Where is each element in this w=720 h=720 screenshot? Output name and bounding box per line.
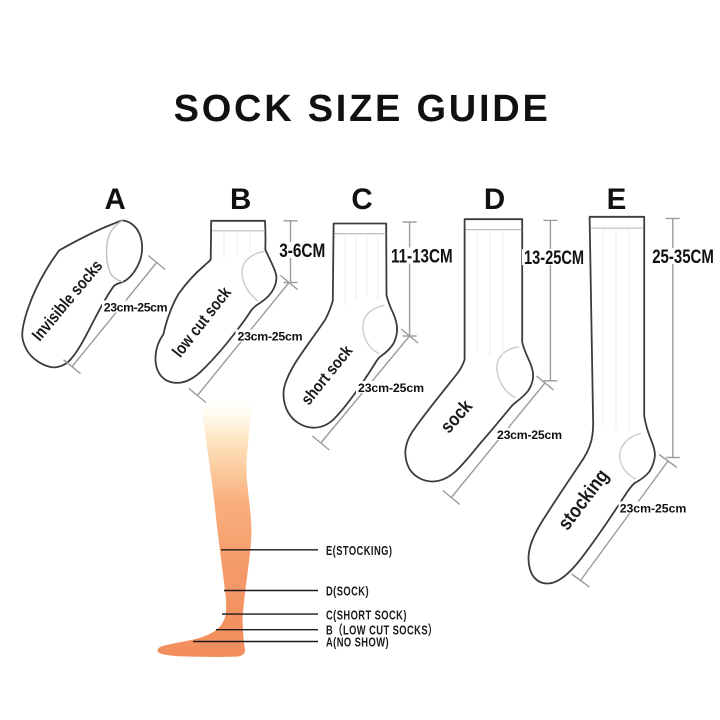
svg-text:B: B <box>230 183 251 216</box>
svg-text:11-13CM: 11-13CM <box>391 245 453 267</box>
svg-text:23cm-25cm: 23cm-25cm <box>620 502 687 516</box>
svg-text:SOCK SIZE GUIDE: SOCK SIZE GUIDE <box>174 88 551 130</box>
svg-text:C: C <box>351 183 372 216</box>
svg-text:23cm-25cm: 23cm-25cm <box>104 301 168 315</box>
svg-text:B（LOW CUT SOCKS）: B（LOW CUT SOCKS） <box>326 622 438 638</box>
svg-text:25-35CM: 25-35CM <box>652 246 714 267</box>
svg-text:C(SHORT SOCK): C(SHORT SOCK) <box>326 609 407 623</box>
svg-text:3-6CM: 3-6CM <box>279 239 325 261</box>
svg-text:A(NO SHOW): A(NO SHOW) <box>326 636 389 650</box>
svg-text:A: A <box>105 183 126 216</box>
svg-text:E: E <box>607 183 627 216</box>
svg-text:23cm-25cm: 23cm-25cm <box>358 381 424 395</box>
svg-text:D: D <box>484 183 505 216</box>
svg-text:23cm-25cm: 23cm-25cm <box>497 428 562 442</box>
svg-text:23cm-25cm: 23cm-25cm <box>238 330 303 344</box>
svg-text:D(SOCK): D(SOCK) <box>326 585 369 599</box>
svg-text:E(STOCKING): E(STOCKING) <box>326 545 392 559</box>
svg-text:13-25CM: 13-25CM <box>524 247 584 268</box>
